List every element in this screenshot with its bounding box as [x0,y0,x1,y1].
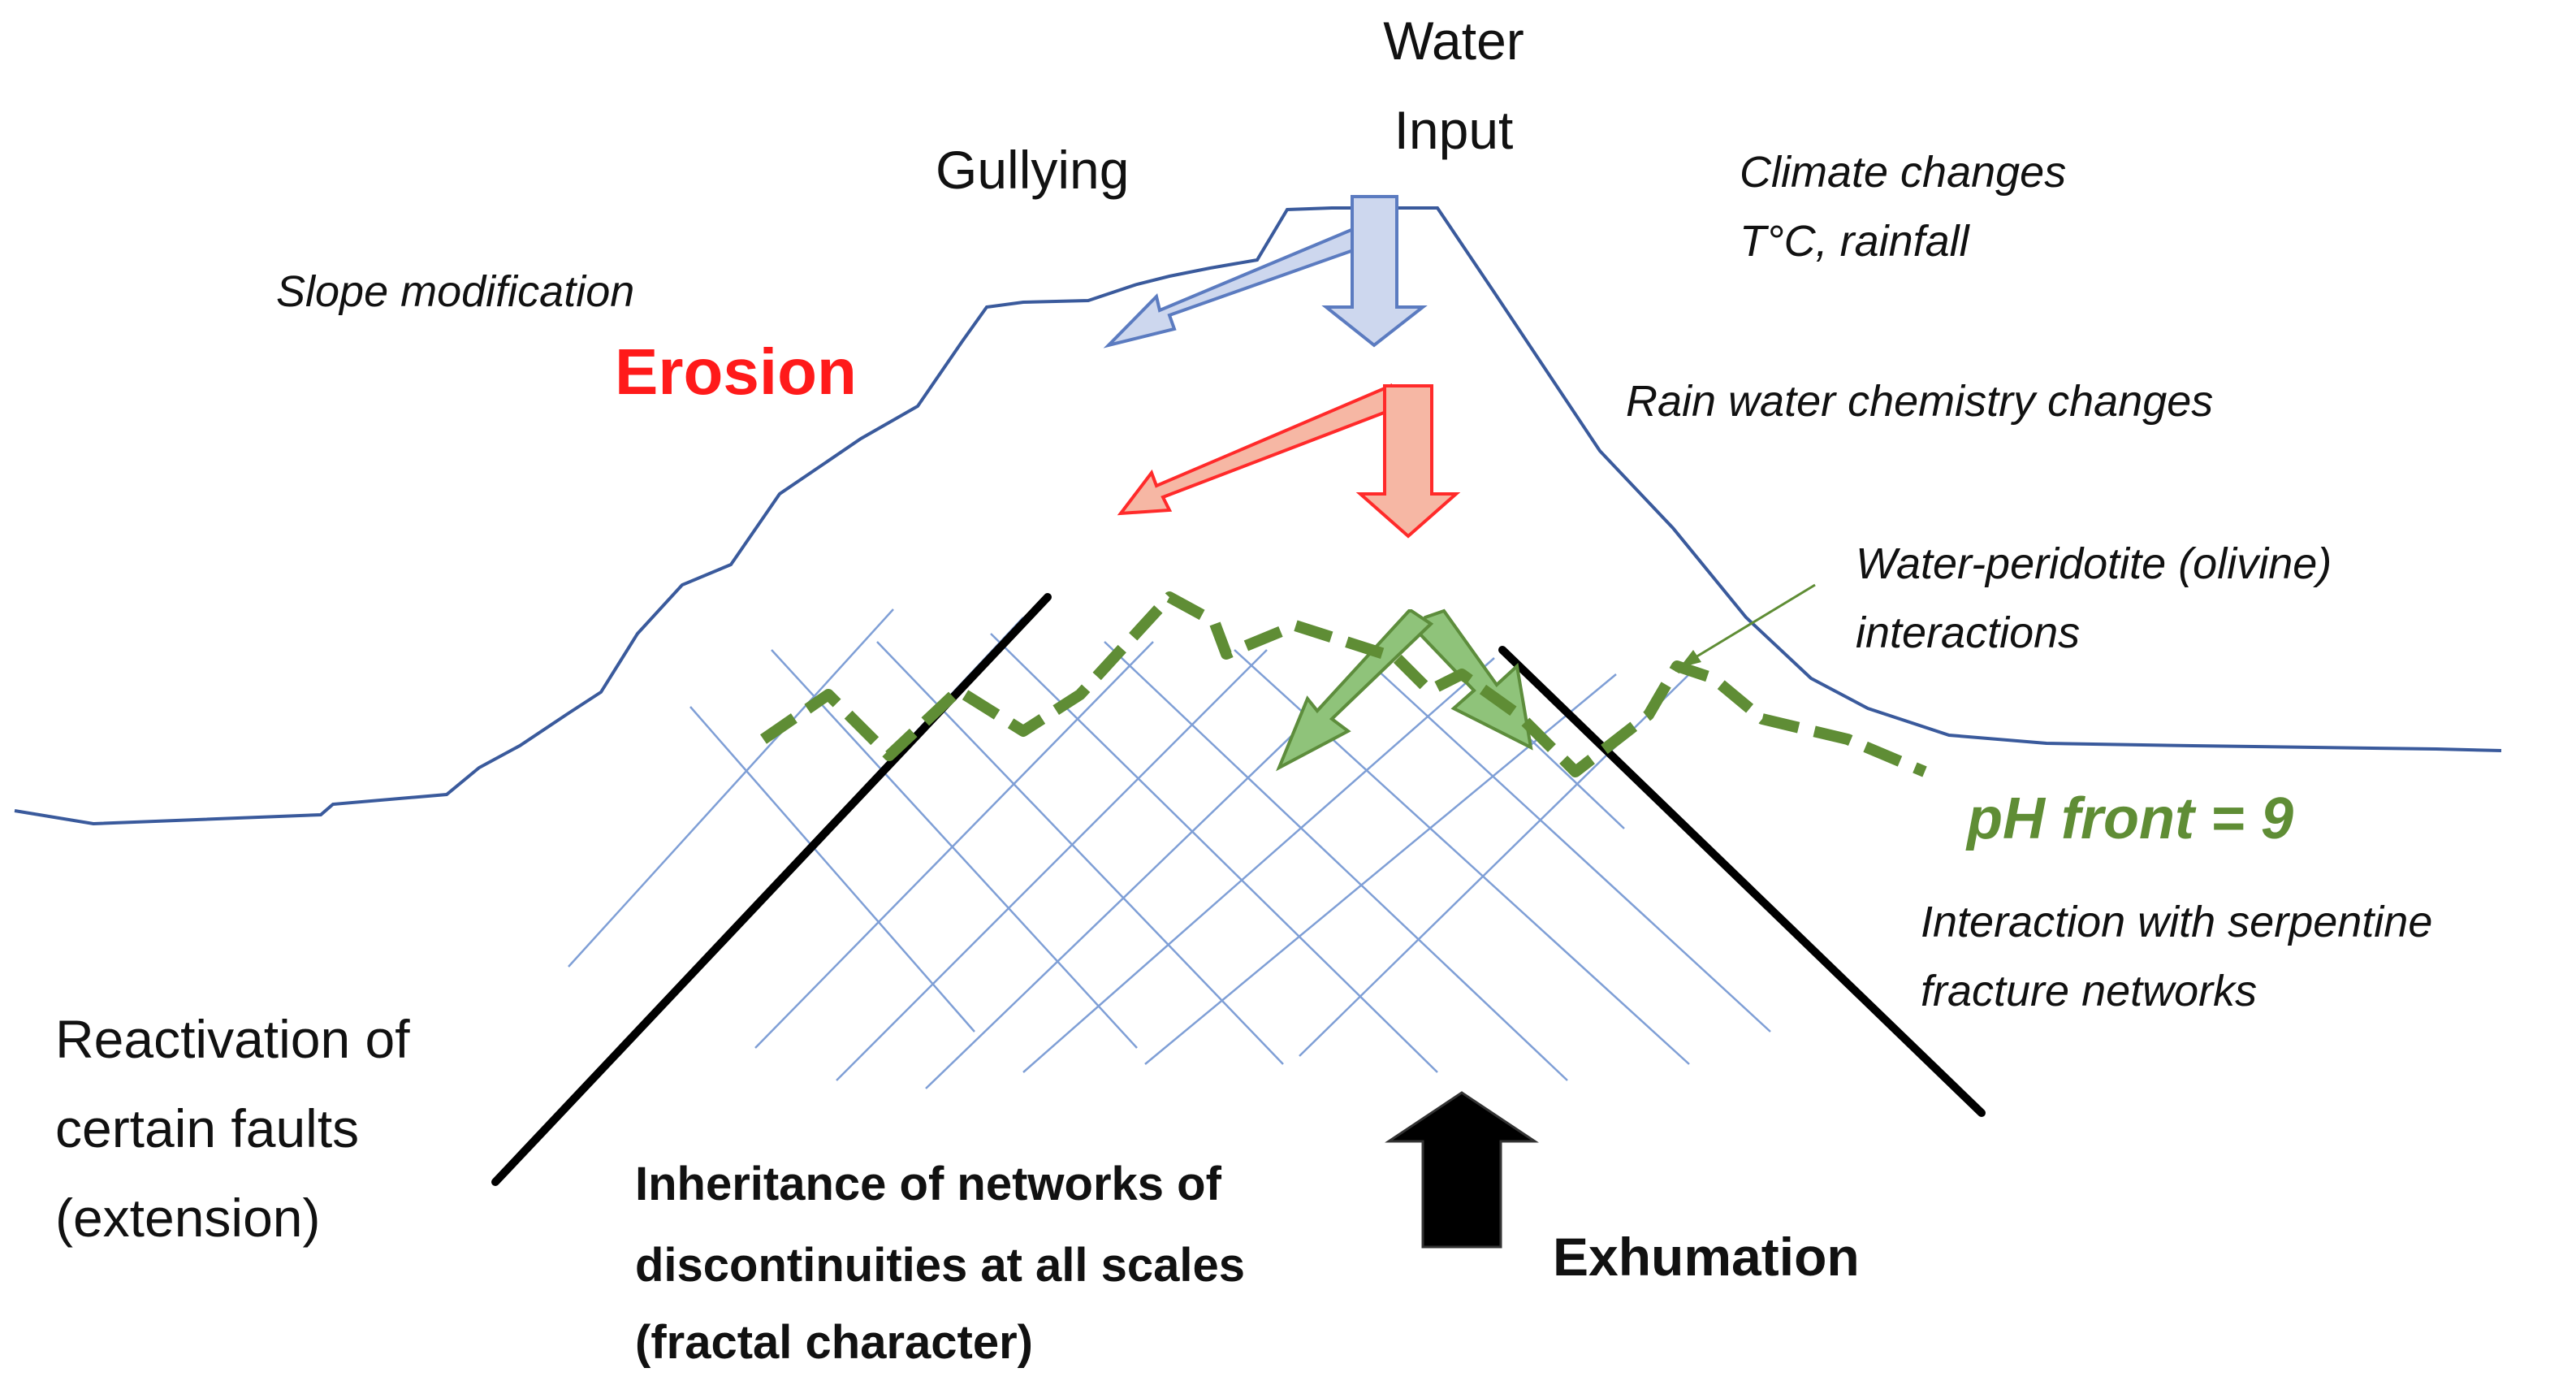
water-peridotite-label-2: interactions [1856,608,2080,657]
interaction-pointer-line [1687,583,1816,664]
water-input-label-2: Input [1394,100,1514,160]
interaction-arrow-left [1276,609,1434,772]
climate-label-2: T°C, rainfall [1740,217,1971,266]
fracture-line [1364,657,1771,1033]
exhumation-label: Exhumation [1553,1227,1860,1287]
up-arrow-icon [1385,1091,1539,1249]
inheritance-label-3: (fractal character) [635,1316,1033,1369]
erosion-label: Erosion [615,336,857,408]
rain-chemistry-label: Rain water chemistry changes [1626,377,2213,426]
fracture-line [689,706,975,1033]
fracture-network [568,608,1771,1089]
gullying-label: Gullying [936,140,1129,200]
fault-left [491,593,1052,1186]
fracture-line [1022,657,1495,1073]
fracture-line [754,641,1154,1049]
fracture-line [771,649,1138,1049]
water-peridotite-label-1: Water-peridotite (olivine) [1856,539,2332,588]
climate-label-1: Climate changes [1740,148,2066,197]
erosion-down-arrow [1355,384,1461,539]
water-slope-arrow [1103,216,1378,348]
slope-modification-label: Slope modification [276,267,634,316]
serpentine-label-1: Interaction with serpentine [1921,898,2432,946]
down-arrow-icon [1321,195,1428,348]
serpentine-label-2: fracture networks [1921,967,2257,1015]
fracture-line [568,608,894,968]
reactivation-label-2: certain faults [55,1098,359,1158]
reactivation-label-1: Reactivation of [55,1009,410,1069]
fracture-line [1144,673,1617,1065]
fracture-line [876,641,1284,1065]
inheritance-label-2: discontinuities at all scales [635,1239,1245,1292]
reactivation-label-3: (extension) [55,1188,321,1248]
water-input-label-1: Water [1383,11,1524,71]
ph-front-line [760,591,1927,777]
ph-front-label: pH front = 9 [1965,786,2293,851]
erosion-slope-arrow [1117,383,1392,516]
terrain-outline [14,206,2502,826]
interaction-arrow-right [1417,608,1533,751]
fracture-line [1104,641,1568,1081]
inheritance-label-1: Inheritance of networks of [635,1158,1222,1210]
fracture-line [836,649,1268,1081]
interaction-pointer-head [1679,650,1701,668]
fault-right [1498,646,1986,1117]
